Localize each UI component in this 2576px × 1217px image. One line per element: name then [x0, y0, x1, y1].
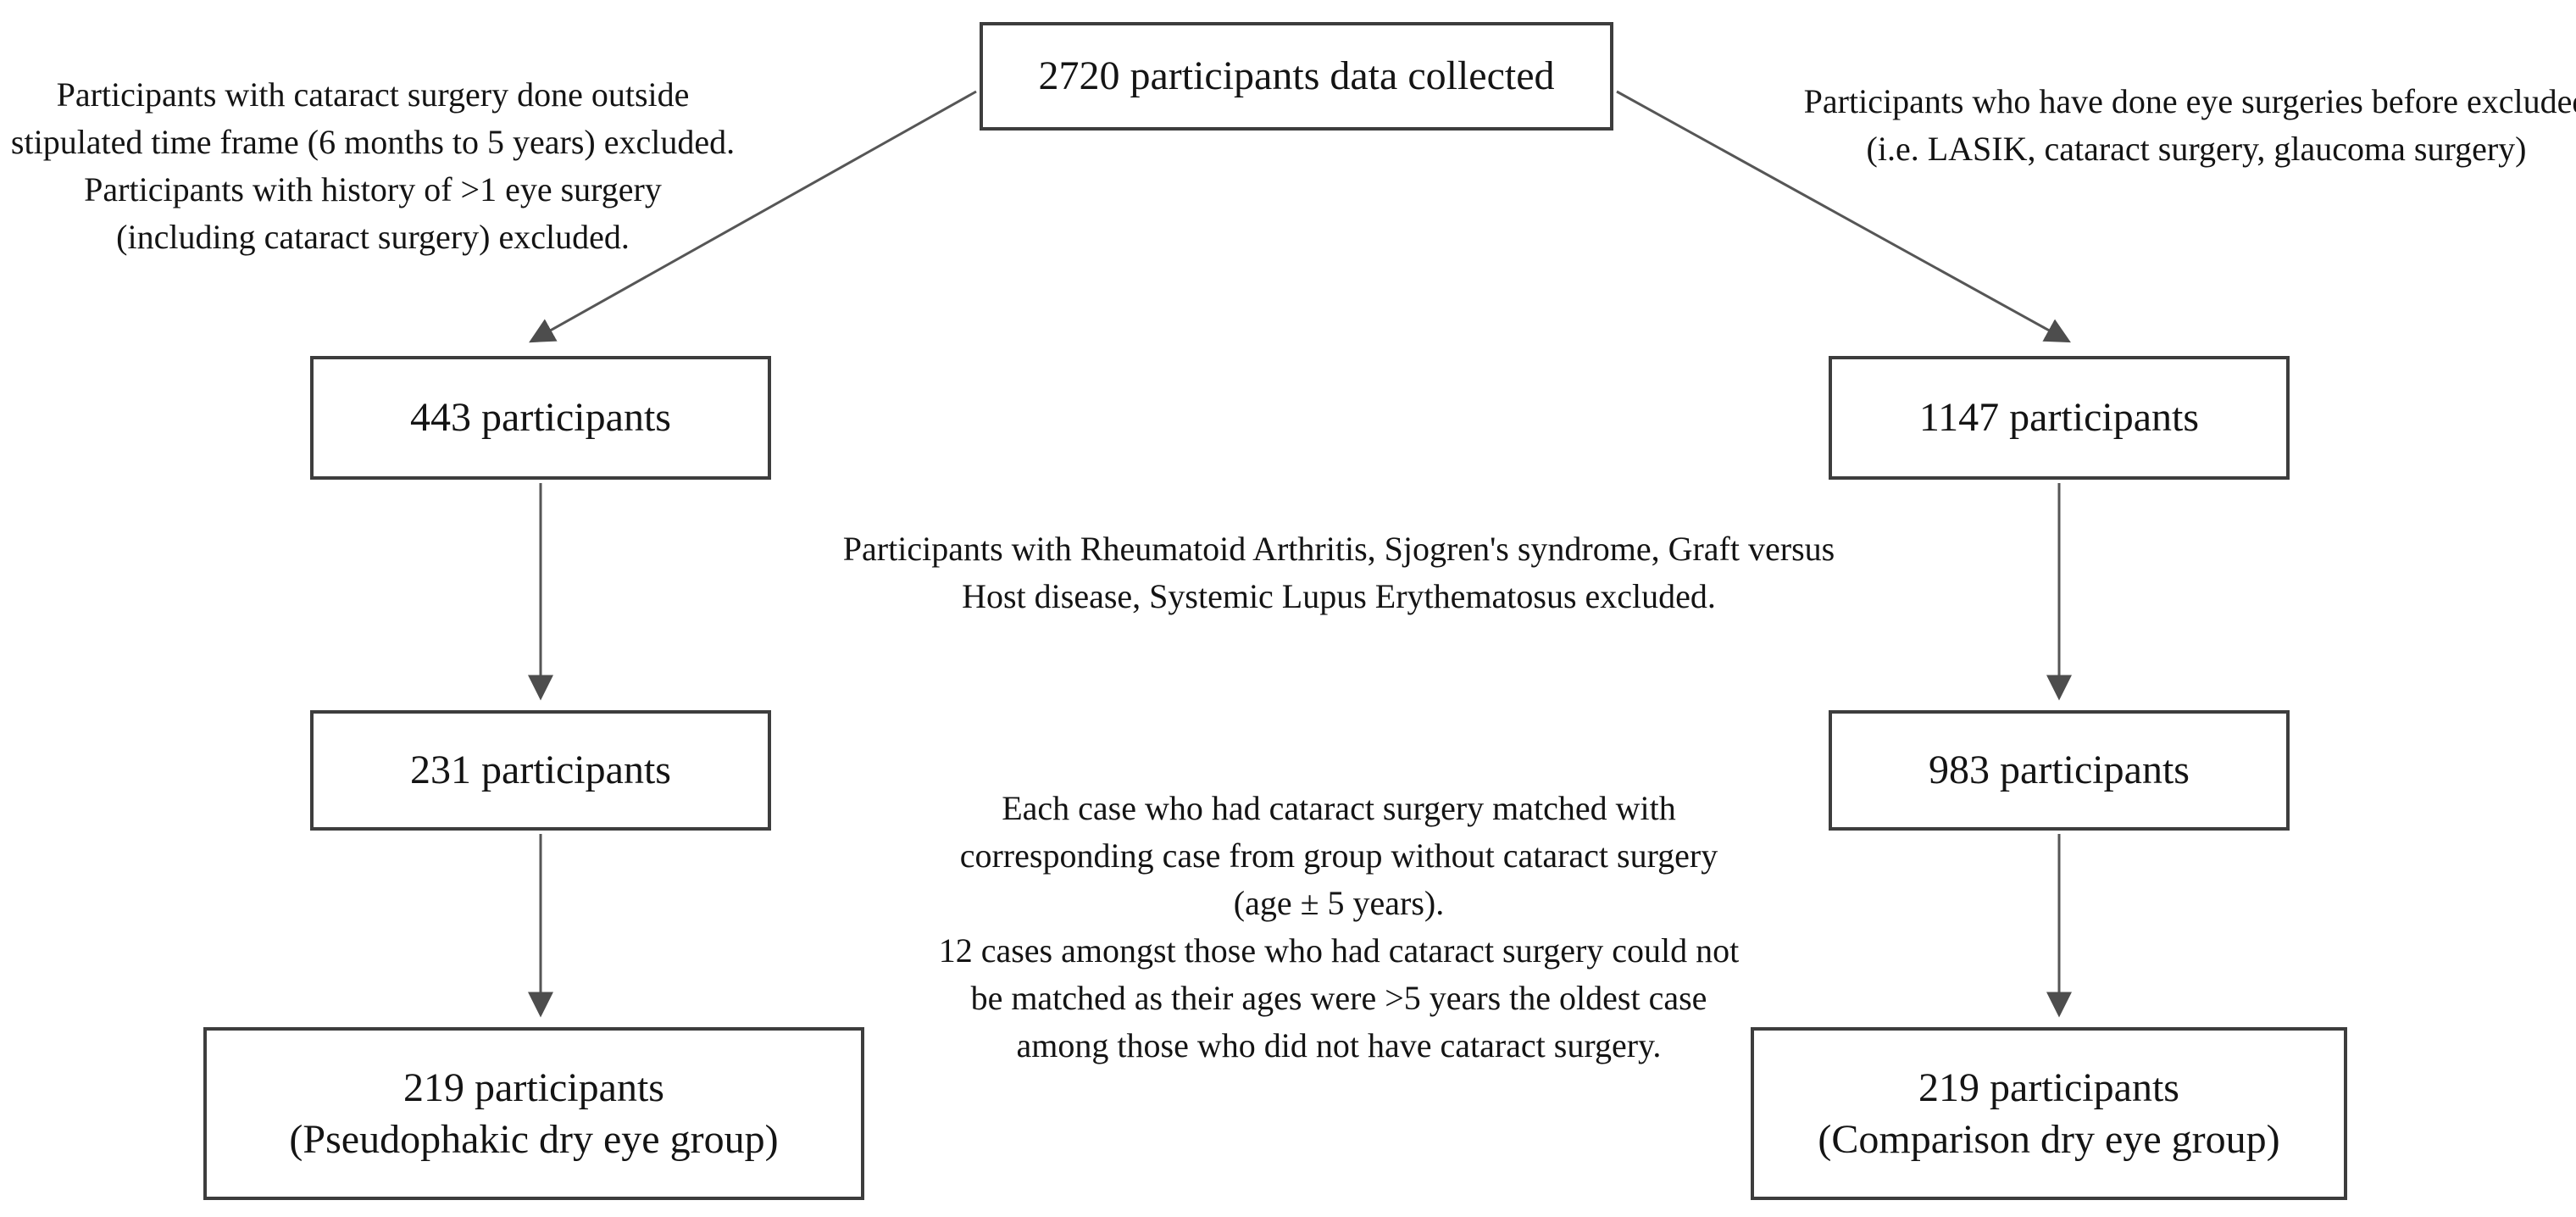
box-cataract-initial: 443 participants	[310, 356, 771, 480]
annotation-line: 12 cases amongst those who had cataract …	[938, 931, 1740, 970]
box-total-label: 2720 participants data collected	[1038, 53, 1555, 99]
annotation-line: Participants with cataract surgery done …	[56, 75, 690, 114]
annotation-line: Host disease, Systemic Lupus Erythematos…	[962, 577, 1716, 615]
box-pseudophakic-group-name: (Pseudophakic dry eye group)	[289, 1117, 779, 1162]
annotation-line: Participants with Rheumatoid Arthritis, …	[842, 530, 1835, 568]
box-comparison-group: 219 participants (Comparison dry eye gro…	[1751, 1027, 2347, 1200]
annotation-line: stipulated time frame (6 months to 5 yea…	[10, 123, 736, 161]
annotation-line: among those who did not have cataract su…	[1016, 1026, 1662, 1064]
box-comparison-group-name: (Comparison dry eye group)	[1818, 1117, 2280, 1162]
box-comparison-count: 219 participants	[1918, 1064, 2179, 1110]
annotation-left-exclusion: Participants with cataract surgery done …	[11, 71, 735, 261]
box-cataract-filtered-label: 231 participants	[410, 747, 671, 793]
box-total-collected: 2720 participants data collected	[980, 22, 1613, 131]
annotation-line: (i.e. LASIK, cataract surgery, glaucoma …	[1866, 130, 2527, 168]
box-comparison-filtered-label: 983 participants	[1929, 747, 2190, 793]
box-comparison-initial: 1147 participants	[1829, 356, 2290, 480]
annotation-matching-note: Each case who had cataract surgery match…	[939, 785, 1740, 1070]
arrow-total-to-comparison	[1616, 90, 2071, 343]
annotation-line: (including cataract surgery) excluded.	[116, 218, 630, 256]
box-cataract-filtered: 231 participants	[310, 710, 771, 831]
annotation-line: be matched as their ages were >5 years t…	[970, 979, 1707, 1017]
box-comparison-initial-label: 1147 participants	[1918, 395, 2200, 441]
annotation-line: Participants who have done eye surgeries…	[1803, 82, 2576, 120]
annotation-right-exclusion: Participants who have done eye surgeries…	[1804, 78, 2576, 173]
annotation-autoimmune-exclusion: Participants with Rheumatoid Arthritis, …	[843, 525, 1835, 620]
annotation-line: Participants with history of >1 eye surg…	[84, 170, 662, 208]
box-pseudophakic-count: 219 participants	[403, 1064, 664, 1110]
box-comparison-filtered: 983 participants	[1829, 710, 2290, 831]
annotation-line: (age ± 5 years).	[1233, 884, 1445, 922]
box-cataract-initial-label: 443 participants	[410, 395, 671, 441]
annotation-line: Each case who had cataract surgery match…	[1002, 789, 1676, 827]
annotation-line: corresponding case from group without ca…	[959, 836, 1718, 875]
box-pseudophakic-group: 219 participants (Pseudophakic dry eye g…	[203, 1027, 864, 1200]
arrow-total-to-cataract	[529, 90, 977, 343]
